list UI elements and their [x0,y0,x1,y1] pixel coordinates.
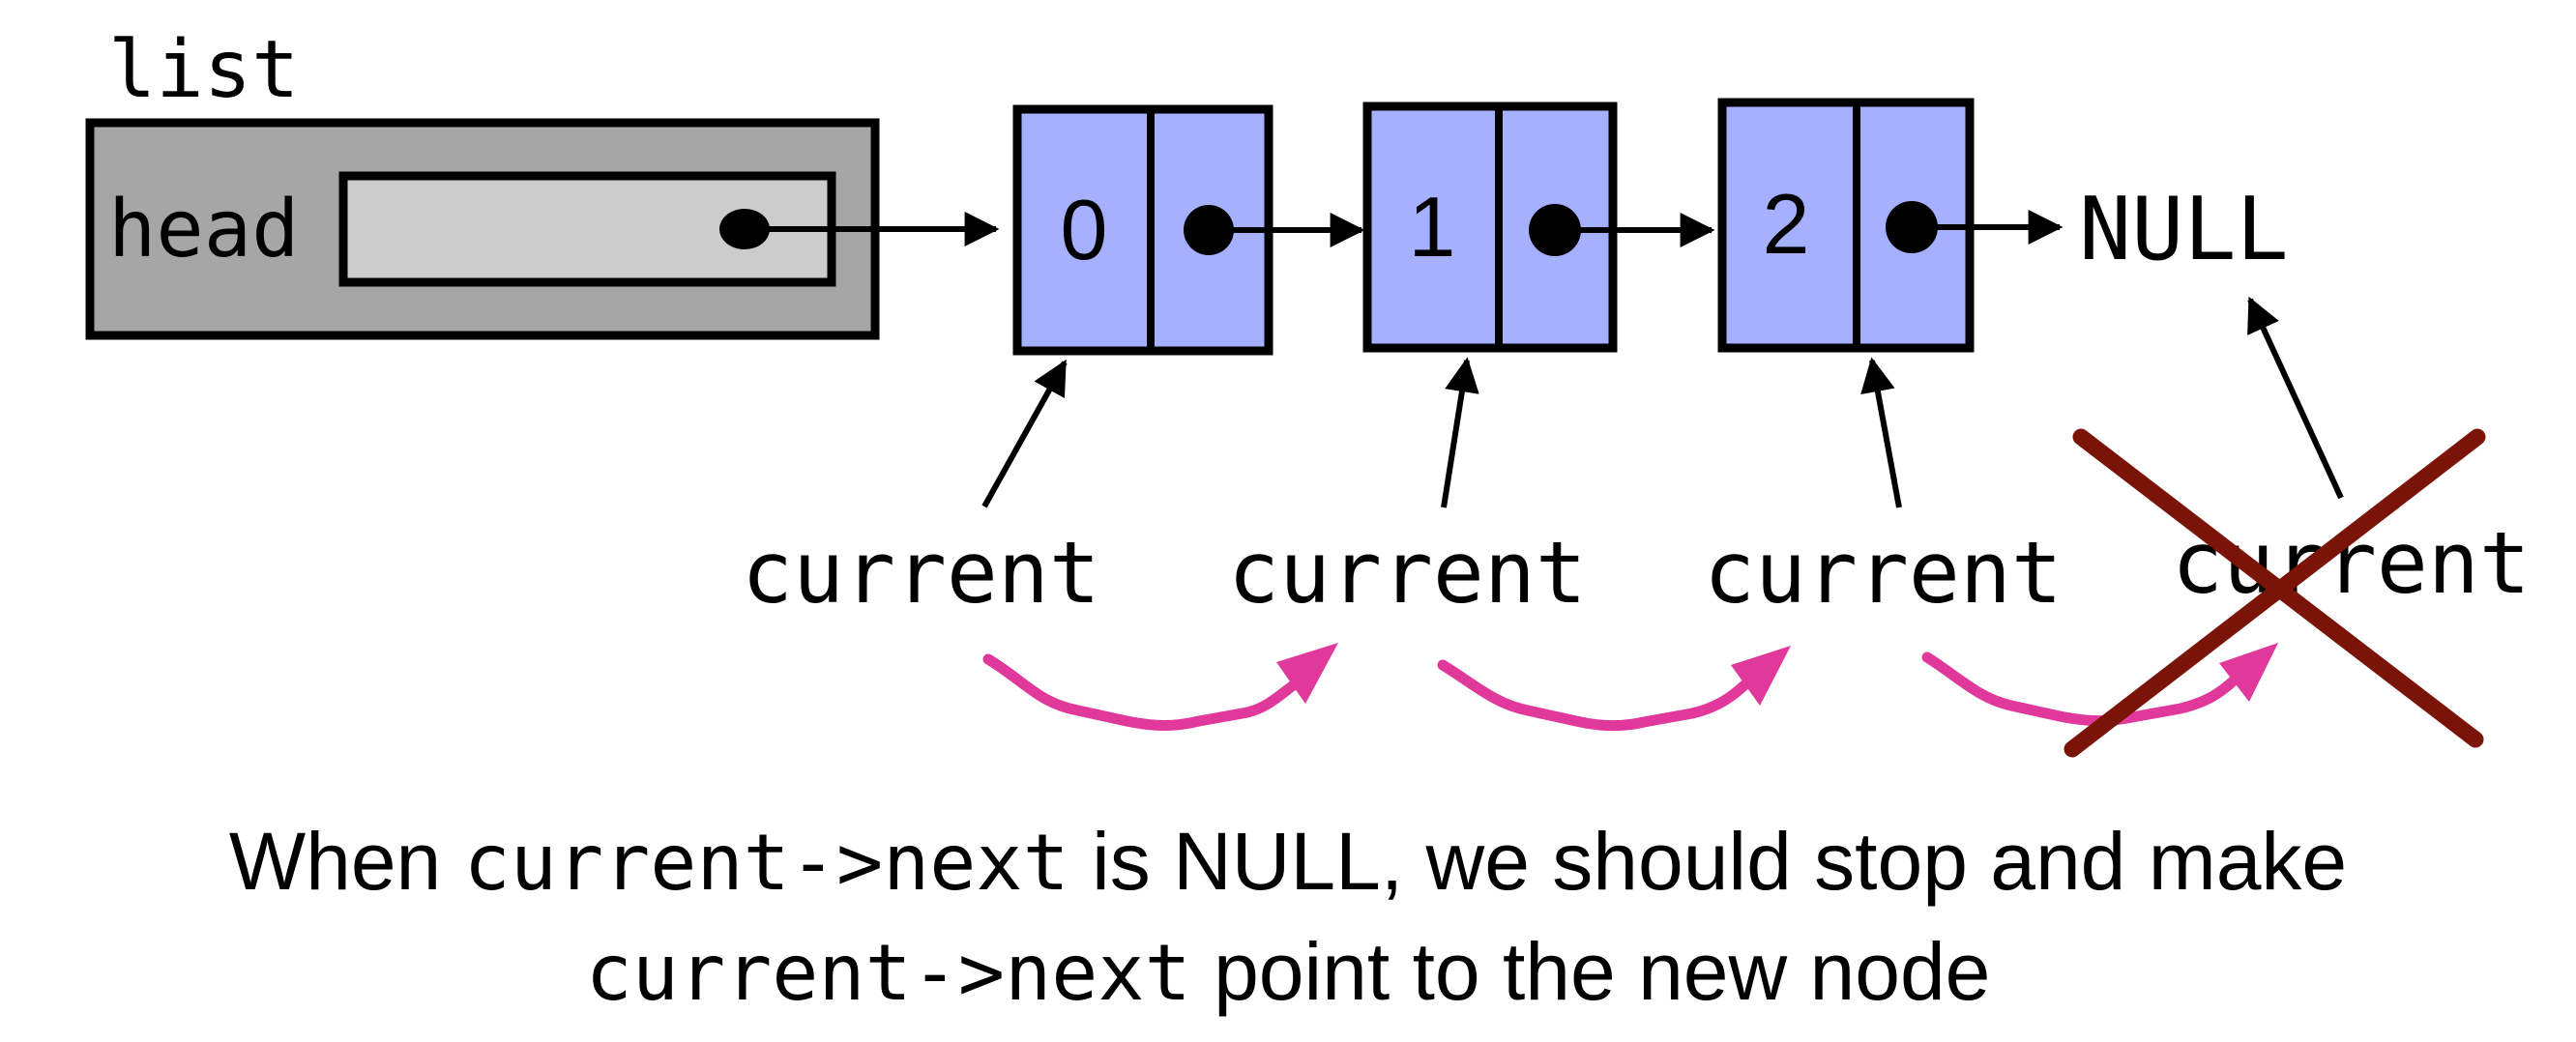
current-0-pointer-arrow [981,359,1068,508]
node-2-pointer-dot [1886,201,1938,253]
caption: When current->next is NULL, we should st… [0,807,2576,1028]
caption-line-1-mid: is [1068,816,1174,907]
node-2-value: 2 [1763,176,1810,272]
current-3-pointer-arrow [2247,296,2344,500]
current-label-1: current [1228,523,1587,622]
caption-line-1-prefix: When [228,816,464,907]
current-1-pointer-arrow [1441,357,1479,508]
node-0-pointer-dot [1184,205,1234,255]
cross-out-mark [2064,428,2486,758]
head-label: head [108,184,299,275]
current-label-0: current [742,523,1100,622]
advance-arrow-0 [982,643,1338,731]
null-label: NULL [2079,179,2289,280]
caption-line-1-suffix: , we should stop and make [1380,816,2348,907]
caption-code-current-next: current->next [463,818,1069,908]
current-2-pointer-arrow [1860,357,1902,508]
caption-line-1: When current->next is NULL, we should st… [0,807,2576,917]
node-0: 0 [1012,104,1273,356]
advance-arrow-1 [1437,646,1791,732]
node-1-pointer-dot [1529,204,1581,256]
caption-line-2: current->next point to the new node [0,917,2576,1028]
node-1-value: 1 [1409,179,1456,275]
list-label: list [108,24,299,116]
current-label-2: current [1704,523,2063,622]
caption-code-current-next-2: current->next [585,928,1191,1018]
caption-line-2-suffix: point to the new node [1190,926,1991,1017]
caption-null: NULL [1173,816,1381,907]
advance-arrow-2 [1921,643,2278,727]
node-0-value: 0 [1061,182,1108,277]
head-pointer-dot [719,209,770,249]
